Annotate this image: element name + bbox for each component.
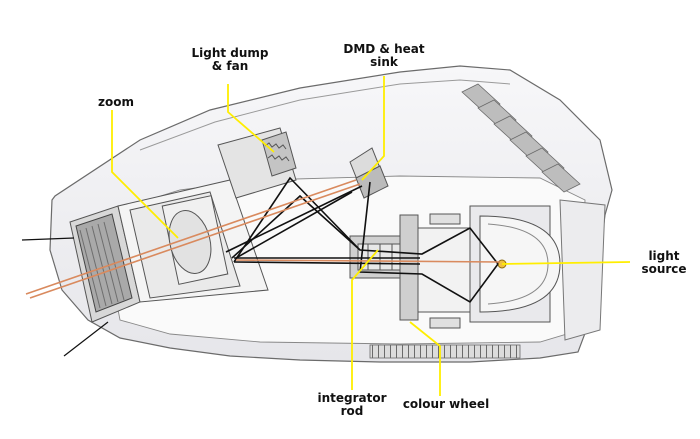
leader-zoom <box>111 110 179 239</box>
label-zoom: zoom <box>98 95 134 109</box>
label-light-dump-fan: Light dump & fan <box>191 46 269 73</box>
bottom-vent <box>369 344 521 359</box>
light-dump-fan <box>217 127 297 199</box>
top-shell-edge <box>139 79 511 151</box>
label-dmd-heat-sink: DMD & heat sink <box>343 42 425 69</box>
leader-light-dump <box>227 84 275 153</box>
top-vent <box>461 83 581 193</box>
leader-light-source <box>501 261 631 265</box>
lens-pointer-lines <box>21 237 109 357</box>
label-light-source: light source <box>641 249 687 276</box>
leader-colour-wheel <box>409 321 441 396</box>
label-colour-wheel: colour wheel <box>402 397 490 411</box>
leader-integrator <box>351 249 379 390</box>
light-rays <box>225 176 499 304</box>
yellow-leader-lines <box>111 76 631 396</box>
colour-wheel <box>399 213 471 329</box>
label-integrator-rod: integrator rod <box>317 391 387 418</box>
rear-end-cap <box>559 199 606 341</box>
dmd-heat-sink <box>349 147 389 199</box>
leader-dmd <box>361 76 385 181</box>
